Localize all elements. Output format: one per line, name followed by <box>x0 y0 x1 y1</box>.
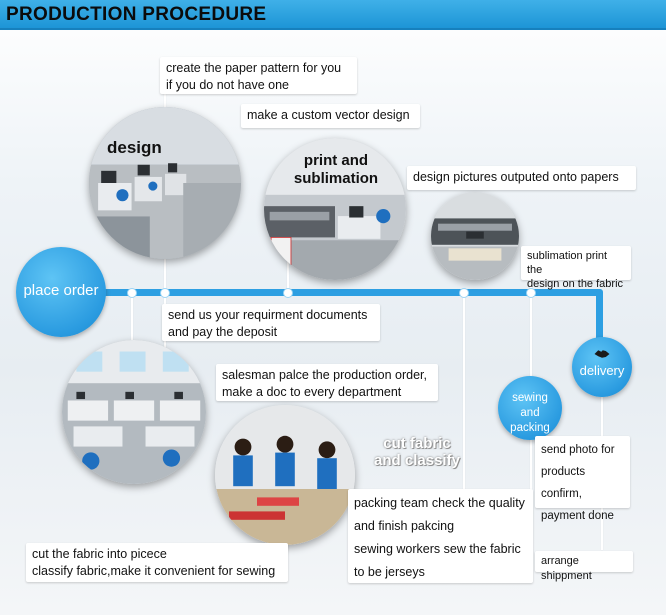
place-order-node: place order <box>16 247 106 337</box>
line-dot <box>160 288 170 298</box>
sublimation-photo-circle <box>431 192 519 280</box>
cutting-workers-illustration <box>215 405 355 545</box>
note-arrange-shipment: arrange shippment <box>535 551 633 582</box>
note-pictures-papers: design pictures outputed onto papers <box>407 166 636 190</box>
note-vector-design: make a custom vector design <box>241 104 420 128</box>
salesman-photo-circle <box>62 340 206 484</box>
note-send-photo: send photo for products confirm, payment… <box>535 436 630 522</box>
office-photo-illustration <box>89 107 241 259</box>
place-order-label: place order <box>23 282 99 299</box>
note-cut-fabric: cut the fabric into picece classify fabr… <box>26 543 288 582</box>
sublimation-machine-illustration <box>431 192 519 280</box>
sewing-packing-node: sewing and packing <box>498 376 562 440</box>
printing-photo-illustration <box>264 138 406 280</box>
handshake-icon <box>594 350 610 358</box>
connector-sewing <box>530 296 532 376</box>
line-dot <box>127 288 137 298</box>
cut-fabric-photo-circle <box>215 405 355 545</box>
print-sublimation-label: print and sublimation <box>293 152 379 187</box>
note-salesman: salesman palce the production order, mak… <box>216 364 438 401</box>
delivery-label: delivery <box>579 363 625 378</box>
sales-office-illustration <box>62 340 206 484</box>
cut-fabric-title: cut fabric and classify <box>374 435 460 469</box>
note-packing: packing team check the quality and finis… <box>348 489 533 583</box>
design-photo-circle: design <box>89 107 241 259</box>
header-bar <box>0 0 666 30</box>
print-photo-circle: print and sublimation <box>264 138 406 280</box>
note-paper-pattern: create the paper pattern for you if you … <box>160 57 357 94</box>
delivery-node: delivery <box>572 337 632 397</box>
sewing-packing-label: sewing and packing <box>510 392 550 434</box>
connector-salesman <box>131 296 133 356</box>
line-dot <box>526 288 536 298</box>
design-label: design <box>107 138 162 157</box>
connector-packing <box>463 296 465 496</box>
page-title: PRODUCTION PROCEDURE <box>6 4 267 25</box>
process-line <box>70 289 602 296</box>
line-dot <box>283 288 293 298</box>
line-dot <box>459 288 469 298</box>
process-line-bend <box>596 289 603 349</box>
note-sublimation-print: sublimation print the design on the fabr… <box>521 246 631 290</box>
note-requirement: send us your requirment documents and pa… <box>162 304 380 341</box>
